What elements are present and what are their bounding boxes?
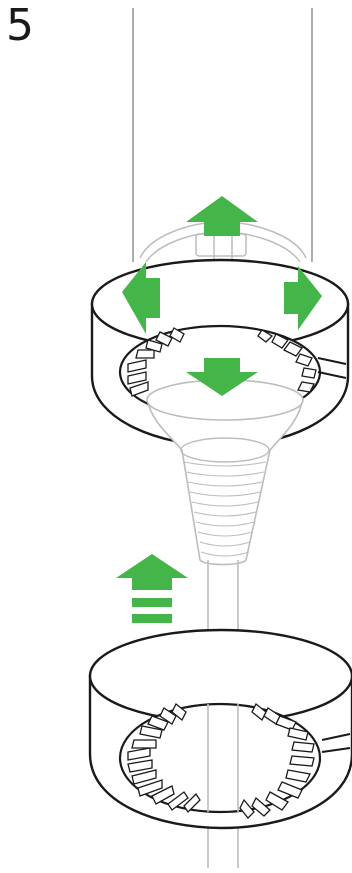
lower-ring bbox=[90, 630, 352, 828]
upper-cone bbox=[147, 380, 303, 565]
push-up-arrow-icon bbox=[116, 554, 188, 623]
arrow-up-icon bbox=[186, 196, 258, 236]
